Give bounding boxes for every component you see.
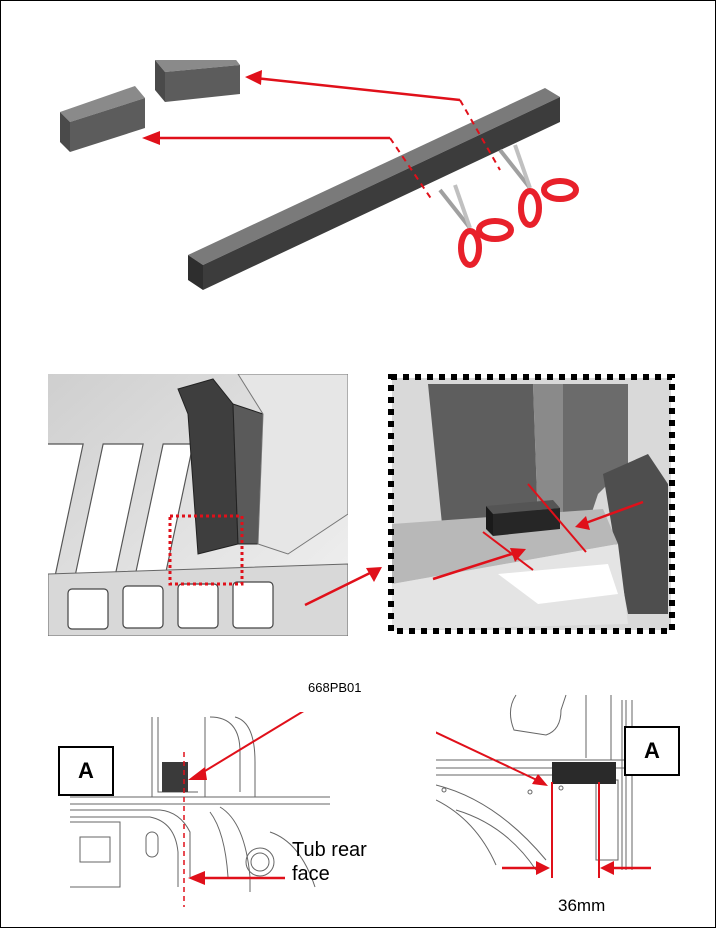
tub-overview-render bbox=[48, 374, 348, 636]
cut-bar-illustration bbox=[40, 60, 600, 300]
highlight-box bbox=[168, 514, 244, 586]
foam-block-upper bbox=[155, 60, 240, 102]
foam-bar bbox=[188, 88, 560, 290]
detail-label-left: A bbox=[58, 746, 114, 796]
foam-block-section bbox=[162, 762, 188, 792]
zoom-detail-render bbox=[388, 374, 675, 634]
section-drawing-left bbox=[60, 712, 340, 912]
foam-block-placed bbox=[486, 500, 560, 536]
part-number-label: 668PB01 bbox=[308, 680, 362, 695]
scissors-icon bbox=[498, 144, 579, 228]
arrow-lower bbox=[142, 131, 433, 201]
foam-block-lower bbox=[60, 86, 145, 152]
zoom-arrow bbox=[304, 567, 382, 607]
tub-rear-face-label: Tub rear face bbox=[292, 838, 367, 886]
foam-block-section-right bbox=[552, 762, 616, 784]
detail-label-right: A bbox=[624, 726, 680, 776]
dimension-label: 36mm bbox=[558, 896, 606, 915]
tub-rear-face-line2: face bbox=[292, 863, 330, 885]
tub-rear-face-line1: Tub rear bbox=[292, 839, 367, 861]
arrow-upper bbox=[245, 70, 501, 171]
scissors-icon bbox=[438, 184, 514, 268]
section-drawing-right bbox=[436, 690, 716, 880]
